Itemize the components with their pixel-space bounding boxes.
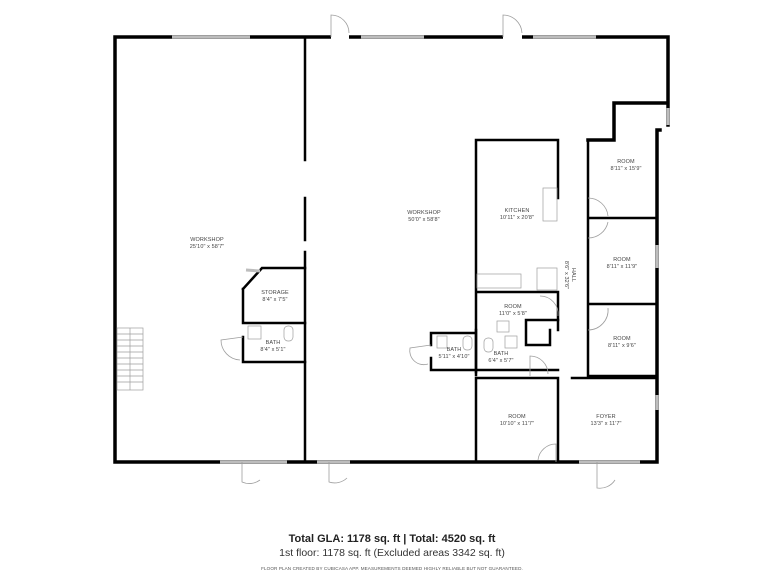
kitchen-appliance bbox=[536, 267, 558, 291]
room-label-workshop-main: WORKSHOP 50'0" x 58'8" bbox=[407, 210, 441, 224]
room-name: BATH bbox=[265, 340, 281, 346]
room-name: ROOM bbox=[508, 414, 526, 420]
room-label-bath-left: BATH 8'4" x 5'1" bbox=[260, 340, 285, 354]
kitchen-counter-island bbox=[542, 187, 558, 222]
room-name: ROOM bbox=[613, 257, 631, 263]
room-label-room-e1: ROOM 8'11" x 11'9" bbox=[607, 257, 638, 271]
room-name: WORKSHOP bbox=[407, 210, 441, 216]
room-name: BATH bbox=[493, 351, 509, 357]
room-dims: 50'0" x 58'8" bbox=[408, 217, 440, 223]
room-label-storage: STORAGE 8'4" x 7'5" bbox=[261, 290, 289, 304]
room-name: ROOM bbox=[613, 336, 631, 342]
room-label-workshop-left: WORKSHOP 25'10" x 58'7" bbox=[190, 237, 225, 251]
door-arc bbox=[537, 443, 557, 462]
room-label-bath-right: BATH 6'4" x 5'7" bbox=[488, 351, 513, 365]
room-dims: 8'11" x 15'9" bbox=[610, 166, 642, 172]
south-rooms-wall bbox=[474, 376, 659, 464]
room-name: ROOM bbox=[617, 159, 635, 165]
room-label-bath-mid: BATH 5'11" x 4'10" bbox=[438, 347, 469, 361]
room-name: BATH bbox=[446, 347, 462, 353]
door-arc bbox=[328, 462, 348, 484]
sink bbox=[504, 335, 518, 349]
room-dims: 8'6" x 32'6" bbox=[563, 260, 569, 290]
door-arc bbox=[409, 344, 432, 365]
room-dims: 10'11" x 20'8" bbox=[499, 215, 535, 221]
room-label-foyer: FOYER 13'3" x 11'7" bbox=[590, 414, 621, 428]
room-dims: 8'11" x 11'9" bbox=[606, 264, 638, 270]
room-dims: 8'4" x 7'5" bbox=[262, 297, 288, 303]
room-name: FOYER bbox=[596, 414, 616, 420]
room-name: STORAGE bbox=[261, 290, 289, 296]
room-label-room-small: ROOM 11'0" x 5'8" bbox=[499, 304, 527, 318]
door-arc bbox=[241, 462, 261, 484]
kitchen-wall bbox=[474, 138, 560, 374]
sink bbox=[247, 325, 262, 340]
room-dims: 8'11" x 9'6" bbox=[608, 343, 636, 349]
room-dims: 11'0" x 5'8" bbox=[499, 311, 527, 317]
door-arc bbox=[220, 336, 244, 361]
toilet bbox=[283, 325, 294, 342]
door-arc bbox=[539, 295, 559, 317]
bath-walls bbox=[429, 318, 560, 377]
room-dims: 8'4" x 5'1" bbox=[260, 347, 286, 353]
door-arc bbox=[587, 197, 609, 217]
door-arc bbox=[587, 307, 609, 331]
sink bbox=[496, 320, 510, 333]
room-dims: 13'3" x 11'7" bbox=[590, 421, 622, 427]
room-name: KITCHEN bbox=[504, 208, 530, 214]
door-arc bbox=[502, 14, 523, 37]
room-label-hall: HALL 8'6" x 32'6" bbox=[562, 261, 576, 289]
room-label-kitchen: KITCHEN 10'11" x 20'8" bbox=[500, 208, 534, 222]
room-label-room-south: ROOM 10'10" x 11'7" bbox=[500, 414, 534, 428]
total-area-summary: Total GLA: 1178 sq. ft | Total: 4520 sq.… bbox=[288, 533, 496, 545]
toilet bbox=[462, 335, 473, 351]
room-dims: 6'4" x 5'7" bbox=[488, 358, 514, 364]
storage-wall bbox=[241, 266, 307, 364]
room-name: WORKSHOP bbox=[190, 237, 224, 243]
room-label-room-e2: ROOM 8'11" x 9'6" bbox=[608, 336, 636, 350]
door-arc bbox=[529, 355, 549, 376]
stairs bbox=[116, 327, 144, 391]
door-arc bbox=[596, 462, 616, 489]
floor-area-summary: 1st floor: 1178 sq. ft (Excluded areas 3… bbox=[279, 547, 505, 559]
toilet bbox=[483, 337, 494, 353]
room-dims: 5'11" x 4'10" bbox=[438, 354, 470, 360]
room-dims: 10'10" x 11'7" bbox=[499, 421, 535, 427]
room-dims: 25'10" x 58'7" bbox=[189, 244, 225, 250]
room-name: ROOM bbox=[504, 304, 522, 310]
room-name: HALL bbox=[570, 267, 576, 283]
disclaimer: FLOOR PLAN CREATED BY CUBICASA APP. MEAS… bbox=[261, 566, 523, 571]
sink bbox=[436, 335, 448, 349]
kitchen-counter bbox=[476, 273, 522, 289]
door-arc bbox=[587, 221, 609, 239]
room-label-room-ne: ROOM 8'11" x 15'9" bbox=[610, 159, 641, 173]
east-rooms-wall bbox=[586, 138, 659, 378]
door-arc bbox=[330, 14, 350, 37]
